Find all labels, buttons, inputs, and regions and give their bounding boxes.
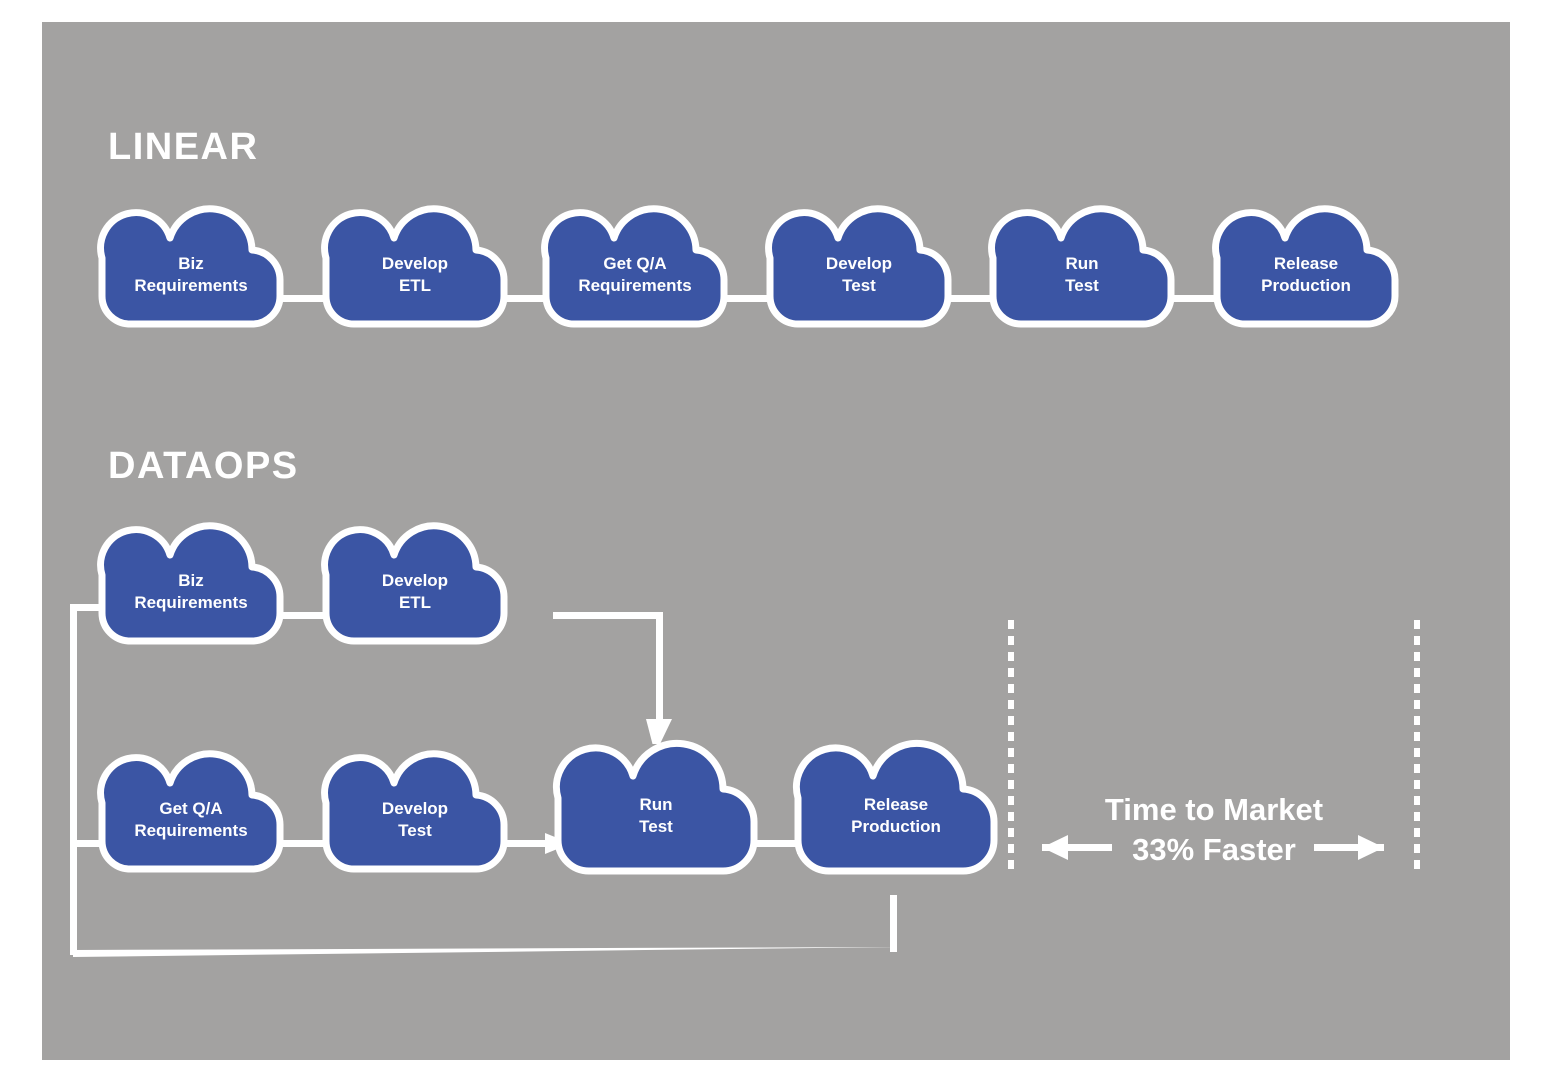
- gray-backdrop-panel: LINEAR: [42, 22, 1510, 1060]
- time-to-market-markers: [42, 22, 1510, 1060]
- time-to-market-value: 33% Faster: [1132, 832, 1296, 867]
- section-title-dataops: DATAOPS: [108, 445, 299, 487]
- section-title-linear: LINEAR: [108, 126, 259, 168]
- time-to-market-title: Time to Market: [1104, 792, 1324, 827]
